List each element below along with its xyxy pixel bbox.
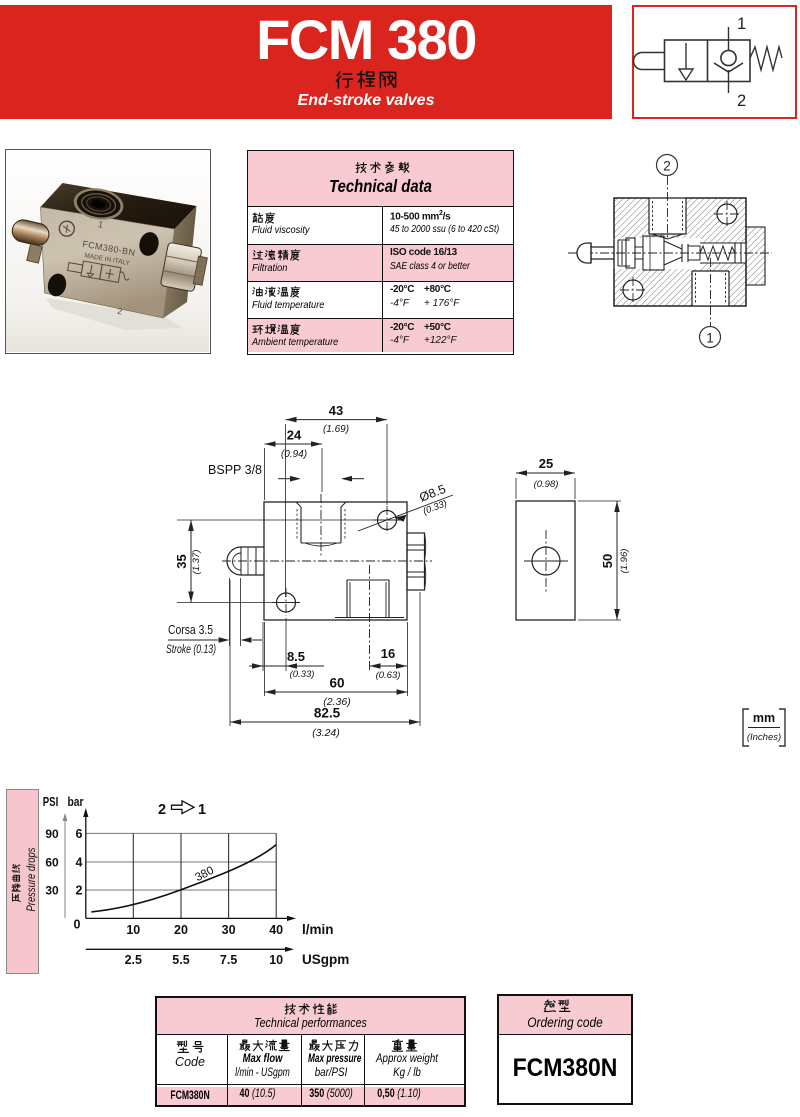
svg-text:8.5: 8.5 — [287, 649, 305, 664]
svg-text:Corsa 3.5: Corsa 3.5 — [168, 623, 213, 637]
svg-text:USgpm: USgpm — [302, 952, 349, 967]
svg-text:(0.33): (0.33) — [290, 669, 315, 680]
svg-text:10: 10 — [269, 953, 283, 967]
svg-text:Stroke (0.13): Stroke (0.13) — [166, 644, 216, 656]
svg-text:7.5: 7.5 — [220, 953, 237, 967]
svg-text:20: 20 — [174, 923, 188, 937]
svg-text:1: 1 — [198, 802, 206, 818]
svg-text:40: 40 — [269, 923, 283, 937]
svg-text:(0.98): (0.98) — [534, 479, 559, 490]
svg-text:1: 1 — [97, 219, 104, 230]
svg-text:24: 24 — [287, 428, 302, 443]
svg-text:2.5: 2.5 — [125, 953, 142, 967]
svg-text:25: 25 — [539, 456, 553, 471]
svg-text:6: 6 — [76, 827, 83, 841]
svg-text:60: 60 — [45, 856, 59, 870]
svg-text:43: 43 — [329, 403, 343, 418]
svg-text:2: 2 — [663, 159, 671, 174]
svg-text:16: 16 — [381, 646, 395, 661]
svg-text:2: 2 — [116, 306, 123, 317]
svg-text:4: 4 — [76, 856, 83, 870]
svg-text:1: 1 — [737, 15, 746, 33]
svg-text:5.5: 5.5 — [172, 953, 189, 967]
svg-text:(2.36): (2.36) — [323, 696, 350, 708]
svg-text:PSI: PSI — [43, 794, 59, 809]
svg-text:(0.94): (0.94) — [281, 449, 307, 460]
svg-text:(1.69): (1.69) — [323, 424, 349, 435]
svg-text:35: 35 — [174, 554, 189, 568]
svg-text:82.5: 82.5 — [314, 706, 341, 721]
svg-text:mm: mm — [753, 711, 775, 725]
svg-text:50: 50 — [600, 554, 615, 568]
svg-text:0: 0 — [74, 918, 81, 932]
svg-text:90: 90 — [45, 827, 59, 841]
svg-text:(0.63): (0.63) — [376, 670, 401, 681]
svg-text:(Inches): (Inches) — [747, 732, 781, 743]
svg-text:30: 30 — [45, 884, 59, 898]
svg-text:2: 2 — [158, 802, 166, 818]
svg-text:2: 2 — [76, 884, 83, 898]
svg-text:30: 30 — [222, 923, 236, 937]
svg-text:60: 60 — [329, 676, 344, 691]
svg-text:bar: bar — [68, 794, 84, 809]
svg-text:2: 2 — [737, 92, 746, 110]
svg-text:1: 1 — [706, 331, 714, 346]
svg-text:BSPP 3/8: BSPP 3/8 — [208, 463, 262, 477]
svg-text:(1.96): (1.96) — [619, 549, 630, 574]
svg-text:(1.37): (1.37) — [191, 550, 202, 575]
svg-text:10: 10 — [126, 923, 140, 937]
svg-text:(3.24): (3.24) — [312, 727, 339, 739]
svg-text:Pressure drops: Pressure drops — [26, 847, 38, 911]
svg-text:l/min: l/min — [302, 922, 334, 937]
